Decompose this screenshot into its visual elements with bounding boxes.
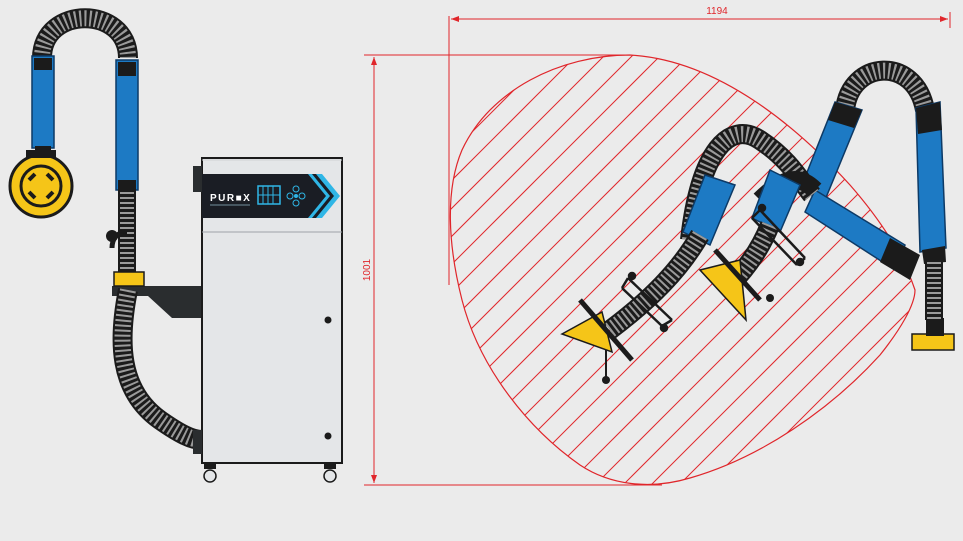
height-label: 1001 [362, 258, 373, 281]
hatch-line [450, 55, 723, 485]
hatch-line [450, 55, 639, 485]
hatch-line [450, 55, 695, 485]
hatch-line [607, 55, 915, 485]
top-bend-hose [32, 8, 138, 60]
hood-handle-2 [751, 203, 806, 267]
height-dimension: 1001 [362, 54, 662, 486]
joint-knob [106, 229, 128, 249]
filter-unit-illustration: PUR■X [8, 8, 343, 483]
control-buttons-icon [286, 185, 306, 207]
hatch-line [450, 55, 583, 485]
width-dimension: 1194 [448, 6, 951, 285]
hatch-line [944, 50, 963, 500]
width-label: 1194 [706, 6, 728, 17]
hatch-line [663, 55, 915, 485]
hatch-line [450, 55, 611, 485]
hatch-line [450, 55, 751, 485]
capture-hood-1 [560, 298, 634, 384]
hatch-line [691, 55, 915, 485]
hatch-line [450, 55, 779, 485]
control-panel: PUR■X [202, 174, 340, 218]
hatch-line [719, 55, 915, 485]
hatch-line [551, 55, 915, 485]
lower-hose [112, 288, 203, 450]
arm-segment-left [31, 55, 55, 149]
hatch-line [635, 55, 915, 485]
brand-logo: PUR■X [210, 193, 251, 204]
arm-segment-right [115, 59, 139, 192]
arm-base [911, 333, 955, 351]
capture-hood-2 [698, 248, 774, 323]
swivel-base [113, 271, 145, 287]
hatch-line [579, 55, 915, 485]
hatch-line [450, 55, 835, 485]
hatch-line [450, 55, 555, 485]
hatch-line [450, 55, 807, 485]
extraction-arm [560, 60, 955, 384]
hatch-line [450, 55, 667, 485]
filter-cabinet: PUR■X [193, 157, 343, 483]
round-hood [8, 150, 74, 219]
cabinet-wheels [203, 463, 337, 483]
hatch-line [450, 55, 863, 485]
hood-handle-1 [620, 271, 673, 333]
